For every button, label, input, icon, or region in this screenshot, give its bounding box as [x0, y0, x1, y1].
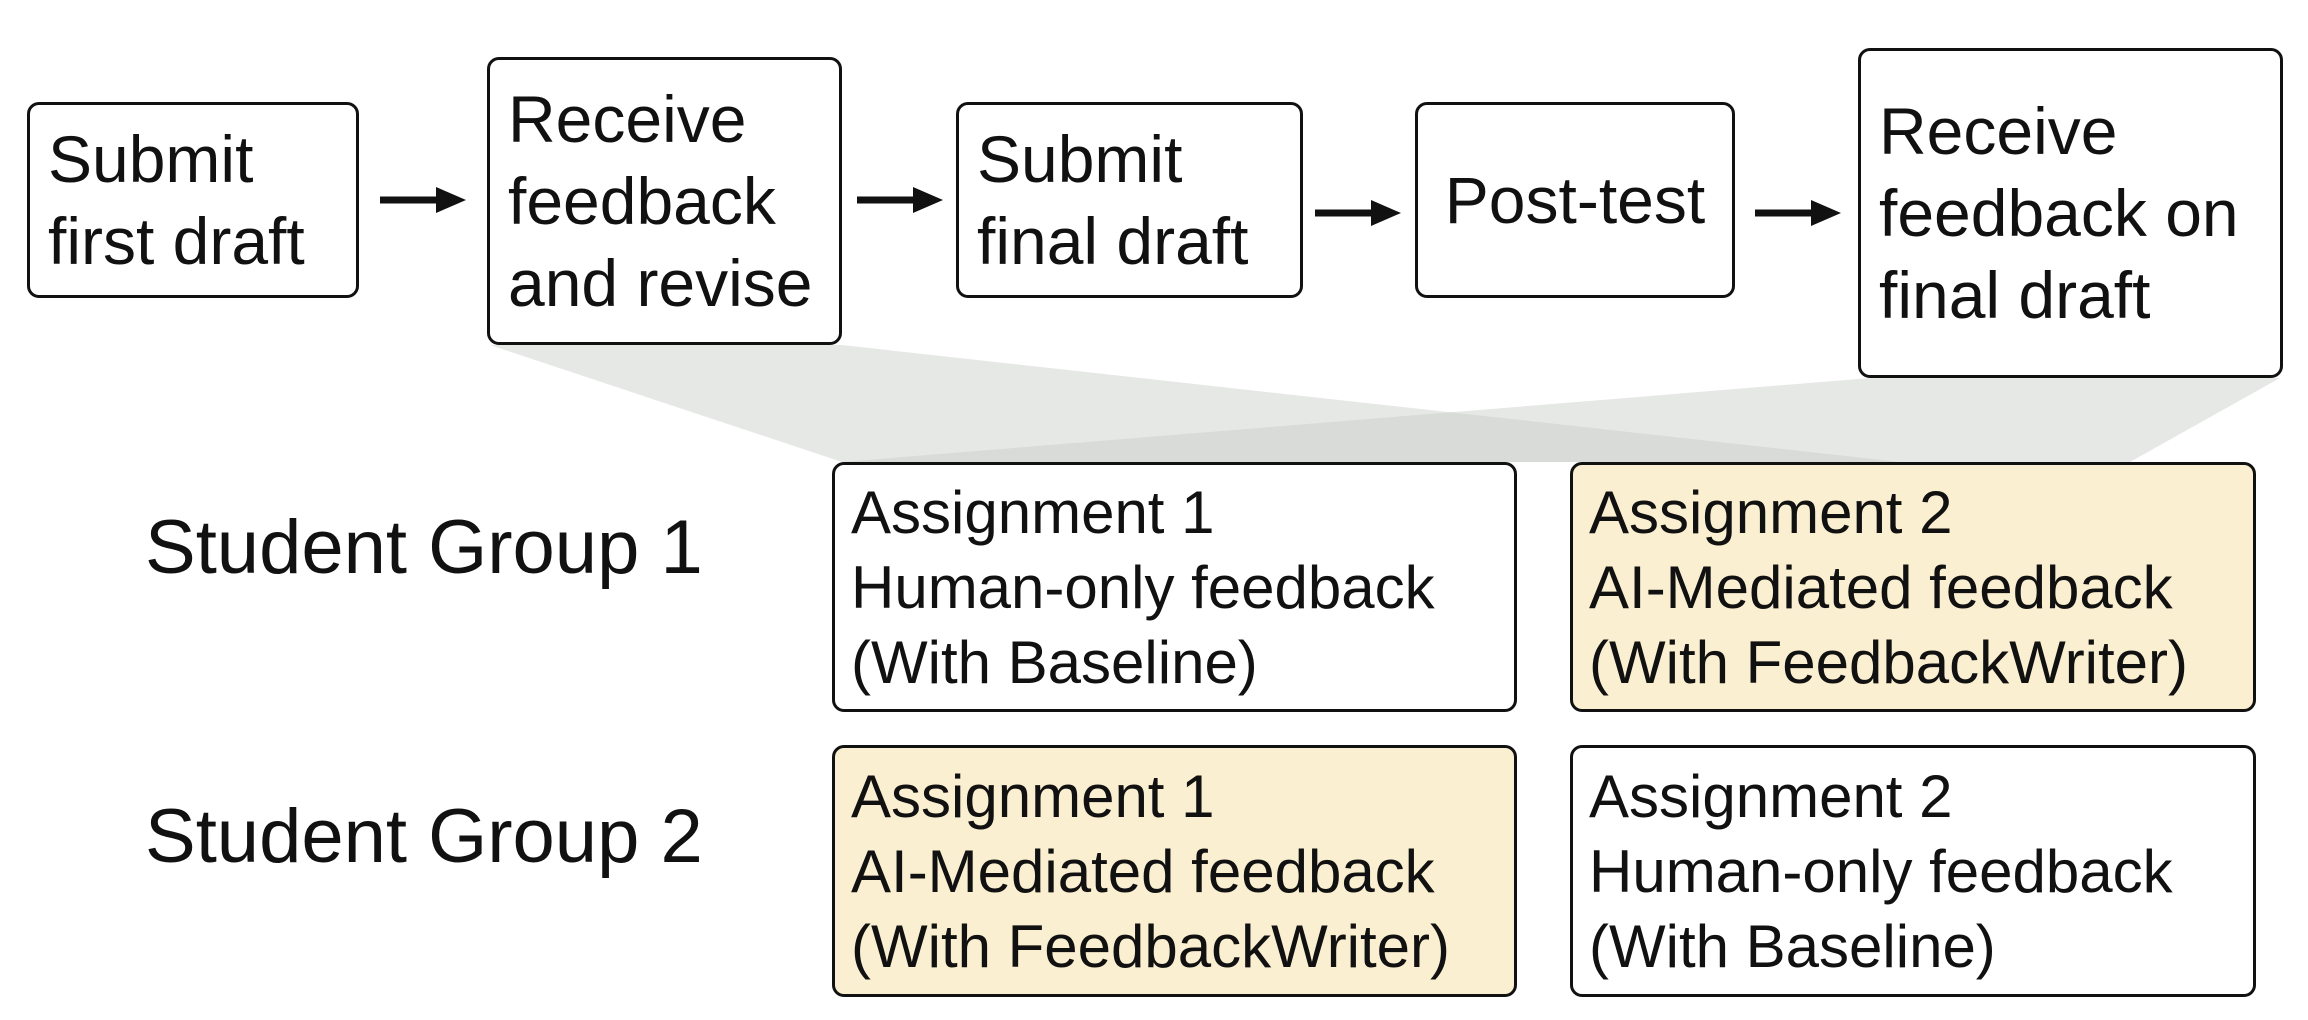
assignment-line: (With FeedbackWriter): [1589, 628, 2189, 696]
flow-step-line: final draft: [1879, 258, 2151, 332]
assignment-line: Assignment 2: [1589, 478, 1953, 546]
group-2-assignment-1: Assignment 1 AI-Mediated feedback (With …: [832, 745, 1517, 997]
flow-step-submit-final-draft: Submit final draft: [956, 102, 1303, 298]
projection-wedge-revise: [490, 345, 1900, 462]
arrow-right-icon: [857, 187, 943, 213]
group-2-assignment-2: Assignment 2 Human-only feedback (With B…: [1570, 745, 2256, 997]
assignment-line: Human-only feedback: [851, 553, 1435, 621]
flow-step-line: final draft: [977, 204, 1249, 278]
group-1-assignment-2: Assignment 2 AI-Mediated feedback (With …: [1570, 462, 2256, 712]
flow-step-line: Receive: [508, 82, 747, 156]
assignment-line: (With FeedbackWriter): [851, 912, 1451, 980]
group-label-1: Student Group 1: [145, 505, 703, 590]
assignment-line: Human-only feedback: [1589, 837, 2173, 905]
group-label-2: Student Group 2: [145, 794, 703, 879]
projection-wedge-final-feedback: [842, 378, 2280, 462]
assignment-line: AI-Mediated feedback: [851, 837, 1435, 905]
arrow-right-icon: [380, 187, 466, 213]
flow-step-line: Submit: [48, 122, 254, 196]
assignment-line: AI-Mediated feedback: [1589, 553, 2173, 621]
flow-step-submit-first-draft: Submit first draft: [27, 102, 359, 298]
flow-step-line: first draft: [48, 204, 305, 278]
arrow-right-icon: [1315, 200, 1401, 226]
flow-step-line: Post-test: [1444, 163, 1706, 237]
flow-step-receive-feedback-and-revise: Receive feedback and revise: [487, 57, 842, 345]
flow-step-line: Submit: [977, 122, 1183, 196]
assignment-line: (With Baseline): [851, 628, 1258, 696]
flow-step-line: feedback: [508, 164, 776, 238]
assignment-line: Assignment 1: [851, 762, 1215, 830]
flow-step-line: and revise: [508, 246, 813, 320]
flow-step-post-test: Post-test: [1415, 102, 1735, 298]
arrow-right-icon: [1755, 200, 1841, 226]
flow-step-receive-feedback-on-final-draft: Receive feedback on final draft: [1858, 48, 2283, 378]
flow-step-line: Receive: [1879, 94, 2118, 168]
flow-step-line: feedback on: [1879, 176, 2239, 250]
group-1-assignment-1: Assignment 1 Human-only feedback (With B…: [832, 462, 1517, 712]
assignment-line: Assignment 2: [1589, 762, 1953, 830]
assignment-line: (With Baseline): [1589, 912, 1996, 980]
assignment-line: Assignment 1: [851, 478, 1215, 546]
